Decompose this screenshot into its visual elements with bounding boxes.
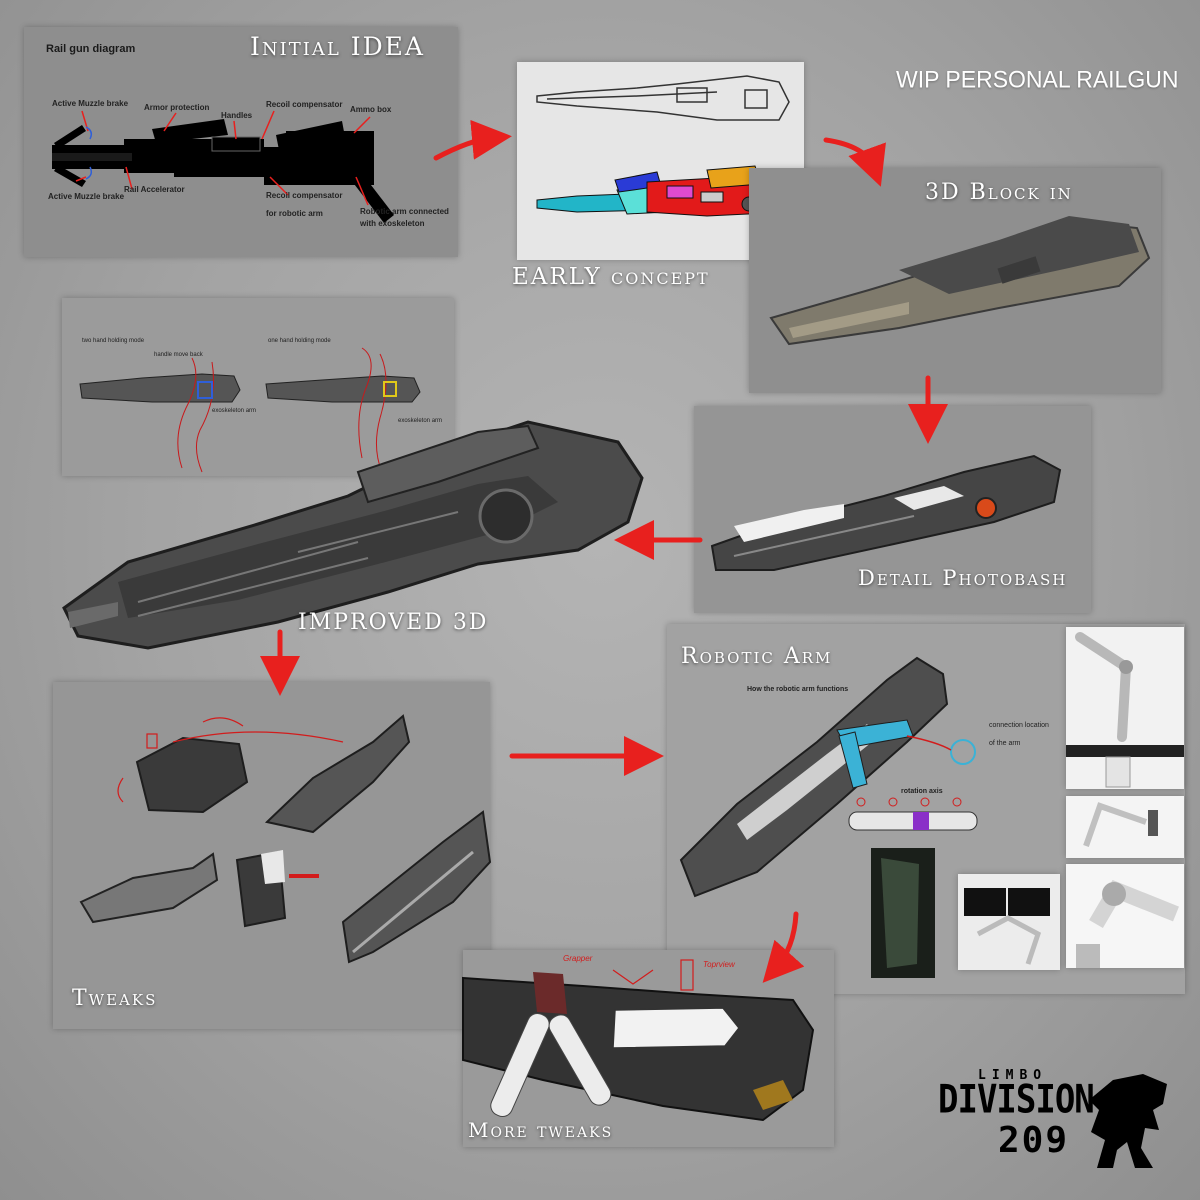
dual-monitor-photo (964, 888, 1050, 965)
panel-initial-idea: Rail gun diagram Active Muzzle brake Arm… (24, 27, 458, 257)
label-one-hand-mode: one hand holding mode (268, 338, 331, 344)
logo-limbo: LIMBO (978, 1068, 1048, 1083)
note-grapper: Grapper (563, 954, 593, 963)
page-title: WIP PERSONAL RAILGUN (896, 65, 1179, 93)
label-recoil-compensator-arm-1: Recoil compensator (266, 191, 343, 200)
arrow-concept-to-blockin (823, 137, 886, 187)
panel-detail-photobash (694, 406, 1091, 613)
block-in-render (769, 216, 1151, 346)
label-rotation-axis: rotation axis (901, 788, 943, 795)
monitor-arm-photo-2 (1083, 802, 1158, 847)
monitor-arm-photo-3 (1076, 880, 1179, 968)
note-toprview: Toprview (703, 960, 735, 969)
caption-more-tweaks: More tweaks (468, 1118, 614, 1142)
mech-silhouette-icon (1089, 1074, 1167, 1168)
panel-3d-block-in (749, 168, 1161, 393)
reference-photo-arm-1 (1066, 627, 1184, 789)
caption-3d-block-in: 3D Block in (925, 180, 1073, 205)
label-active-muzzle-brake-top: Active Muzzle brake (52, 99, 129, 108)
caption-initial-idea: Initial IDEA (250, 32, 425, 61)
label-recoil-compensator: Recoil compensator (266, 100, 343, 109)
label-armor-protection: Armor protection (144, 103, 210, 112)
logo-division: DIVISION (938, 1077, 1095, 1123)
label-ammo-box: Ammo box (350, 105, 392, 114)
label-two-hand-mode: two hand holding mode (82, 338, 145, 344)
panel-tweaks (53, 682, 492, 1029)
label-exoskeleton-arm-2: exoskeleton arm (398, 418, 443, 424)
label-handle-move-back: handle move back (154, 352, 203, 358)
caption-early-concept: EARLY concept (512, 264, 710, 290)
label-connection-location: connection location (989, 722, 1049, 729)
diagram-heading: Rail gun diagram (46, 43, 136, 55)
panel-holding-modes: two hand holding mode one hand holding m… (62, 298, 454, 476)
label-robotic-arm-2: with exoskeleton (360, 219, 425, 228)
label-robotic-arm-1: Robotic arm connected (360, 207, 449, 216)
caption-detail-photobash: Detail Photobash (858, 566, 1068, 590)
detail-photobash-render (710, 454, 1062, 571)
label-rail-accelerator: Rail Accelerator (124, 185, 185, 194)
holding-mode-sketches (79, 347, 421, 473)
tweaks-renders (79, 714, 492, 964)
label-how-robotic-arm-functions: How the robotic arm functions (747, 686, 849, 693)
label-handles: Handles (221, 111, 253, 120)
label-active-muzzle-brake-bottom: Active Muzzle brake (48, 192, 125, 201)
caption-robotic-arm: Robotic Arm (681, 644, 833, 669)
label-recoil-compensator-arm-2: for robotic arm (266, 209, 323, 218)
reference-photo-arm-2 (1066, 796, 1184, 858)
improved-3d-render (62, 420, 644, 650)
label-exoskeleton-arm-1: exoskeleton arm (212, 408, 257, 414)
more-tweaks-render (462, 959, 815, 1122)
robotic-arm-renders (679, 656, 978, 978)
reference-photo-monitors (958, 874, 1060, 970)
caption-improved-3d: IMPROVED 3D (298, 610, 489, 635)
monitor-arm-photo-1 (1066, 632, 1184, 788)
railgun-diagram-silhouette (52, 110, 394, 223)
reference-photo-arm-3 (1066, 864, 1184, 968)
label-of-the-arm: of the arm (989, 740, 1021, 747)
logo-number: 209 (998, 1120, 1070, 1161)
division-209-logo: LIMBO DIVISION 209 (938, 1068, 1178, 1172)
caption-tweaks: Tweaks (72, 986, 158, 1011)
